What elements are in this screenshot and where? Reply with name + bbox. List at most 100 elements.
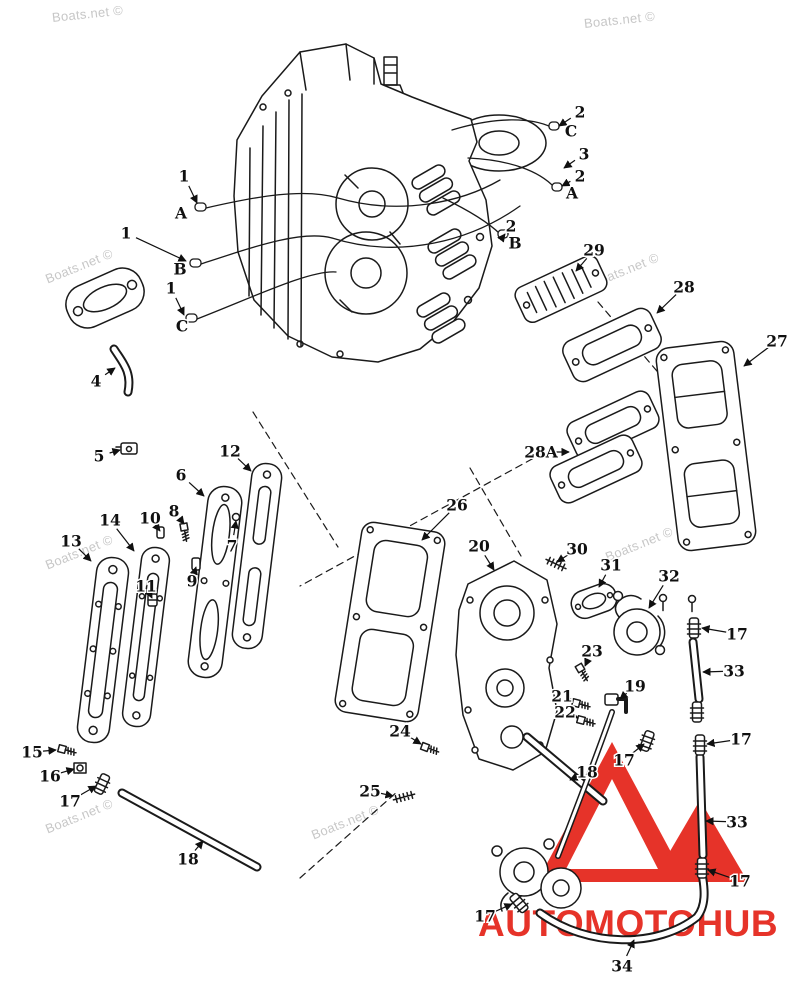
callout-leader-33 bbox=[702, 667, 724, 676]
hose-4 bbox=[109, 344, 134, 397]
callout-label-12: 12 bbox=[219, 442, 241, 461]
callout-leader-23 bbox=[584, 657, 592, 667]
callout-leader-17 bbox=[632, 743, 645, 754]
callout-label-16: 16 bbox=[39, 767, 61, 786]
bolt-15 bbox=[56, 743, 78, 757]
callout-leader-4 bbox=[104, 367, 116, 376]
callout-leader-1 bbox=[175, 297, 185, 316]
fitting-5 bbox=[115, 442, 138, 455]
callout-label-2: 2 bbox=[506, 217, 517, 236]
callout-leader-17 bbox=[706, 738, 731, 748]
callout-label-1: 1 bbox=[179, 167, 190, 186]
callout-leader-6 bbox=[188, 481, 205, 497]
ignition-wires bbox=[185, 119, 563, 323]
callout-label-A: A bbox=[565, 184, 579, 203]
callout-leader-33 bbox=[705, 817, 727, 826]
callout-leader-9 bbox=[189, 566, 198, 576]
callout-label-17: 17 bbox=[726, 625, 748, 644]
callout-label-C: C bbox=[176, 317, 188, 336]
callout-label-32: 32 bbox=[658, 567, 680, 586]
callout-label-14: 14 bbox=[99, 511, 121, 530]
callout-leader-20 bbox=[484, 554, 495, 571]
hose-18-left bbox=[117, 788, 262, 872]
callout-leader-7 bbox=[230, 520, 239, 536]
callout-label-18: 18 bbox=[576, 763, 598, 782]
callout-label-34: 34 bbox=[611, 957, 633, 976]
callout-leader-30 bbox=[556, 554, 569, 563]
callout-label-9: 9 bbox=[187, 572, 198, 591]
callout-leader-18 bbox=[569, 772, 579, 781]
callout-leader-lines bbox=[42, 117, 769, 957]
callout-leader-27 bbox=[743, 347, 769, 367]
callout-label-20: 20 bbox=[468, 537, 490, 556]
hose-18-right bbox=[522, 732, 608, 806]
callout-label-10: 10 bbox=[139, 509, 161, 528]
callout-leader-3 bbox=[563, 159, 576, 169]
fuel-pump-body-32 bbox=[612, 590, 666, 656]
callout-label-3: 3 bbox=[579, 145, 590, 164]
callout-label-17: 17 bbox=[474, 907, 496, 926]
callout-leader-28 bbox=[656, 294, 677, 314]
callout-label-17: 17 bbox=[730, 730, 752, 749]
callout-label-B: B bbox=[173, 260, 186, 279]
reed-stop-29 bbox=[514, 254, 608, 324]
callout-leader-29 bbox=[575, 258, 588, 272]
callout-label-4: 4 bbox=[91, 372, 102, 391]
callout-leader-15 bbox=[42, 746, 57, 755]
callout-label-C: C bbox=[565, 122, 577, 141]
bolt-23 bbox=[574, 662, 592, 684]
adapter-gasket-31 bbox=[570, 582, 618, 620]
callout-label-1: 1 bbox=[121, 224, 132, 243]
gasket-12 bbox=[231, 462, 283, 650]
callout-label-33: 33 bbox=[726, 813, 748, 832]
callout-label-27: 27 bbox=[766, 332, 788, 351]
check-valve-plate-6 bbox=[187, 485, 243, 679]
bolt-24 bbox=[419, 741, 441, 756]
callout-leader-17 bbox=[701, 625, 727, 634]
callout-leader-17 bbox=[494, 903, 513, 913]
callout-label-23: 23 bbox=[581, 642, 603, 661]
callout-leader-18 bbox=[194, 840, 204, 851]
callout-label-2: 2 bbox=[575, 167, 586, 186]
stud-30 bbox=[543, 555, 569, 573]
callout-leader-16 bbox=[60, 767, 75, 776]
reed-plate-27 bbox=[655, 340, 757, 552]
callout-leader-12 bbox=[237, 458, 252, 472]
exhaust-cover-13 bbox=[76, 556, 130, 744]
end-cap-gasket bbox=[65, 267, 145, 329]
callout-leader-2 bbox=[497, 233, 506, 243]
callout-label-28: 28 bbox=[673, 278, 695, 297]
callout-leader-2 bbox=[558, 117, 572, 127]
callout-label-6: 6 bbox=[176, 466, 187, 485]
logo-triangle-cutout bbox=[566, 779, 658, 869]
callout-leader-17 bbox=[79, 785, 97, 797]
callout-leader-26 bbox=[421, 512, 450, 541]
callout-label-30: 30 bbox=[566, 540, 588, 559]
callout-leader-10 bbox=[152, 522, 161, 532]
callout-leader-8 bbox=[176, 515, 185, 525]
callout-label-13: 13 bbox=[60, 532, 82, 551]
callout-label-17: 17 bbox=[59, 792, 81, 811]
callout-label-22: 22 bbox=[554, 703, 576, 722]
callout-leader-1 bbox=[188, 185, 198, 204]
callout-leader-24 bbox=[409, 736, 422, 745]
callout-leader-14 bbox=[116, 528, 135, 552]
callout-leader-34 bbox=[626, 939, 635, 957]
callout-label-1: 1 bbox=[166, 279, 177, 298]
callout-label-19: 19 bbox=[624, 677, 646, 696]
callout-label-28A: 28A bbox=[524, 443, 559, 462]
reed-gasket-28 bbox=[562, 307, 662, 383]
callout-leader-2 bbox=[561, 178, 571, 187]
callout-label-15: 15 bbox=[21, 743, 43, 762]
callout-label-24: 24 bbox=[389, 722, 411, 741]
callout-leader-19 bbox=[619, 690, 629, 700]
stud-25 bbox=[391, 790, 417, 804]
callout-label-29: 29 bbox=[583, 241, 605, 260]
callout-label-31: 31 bbox=[600, 556, 622, 575]
hose-34 bbox=[535, 869, 709, 945]
callout-leader-31 bbox=[598, 574, 607, 588]
callout-label-8: 8 bbox=[169, 502, 180, 521]
callout-label-5: 5 bbox=[94, 447, 105, 466]
